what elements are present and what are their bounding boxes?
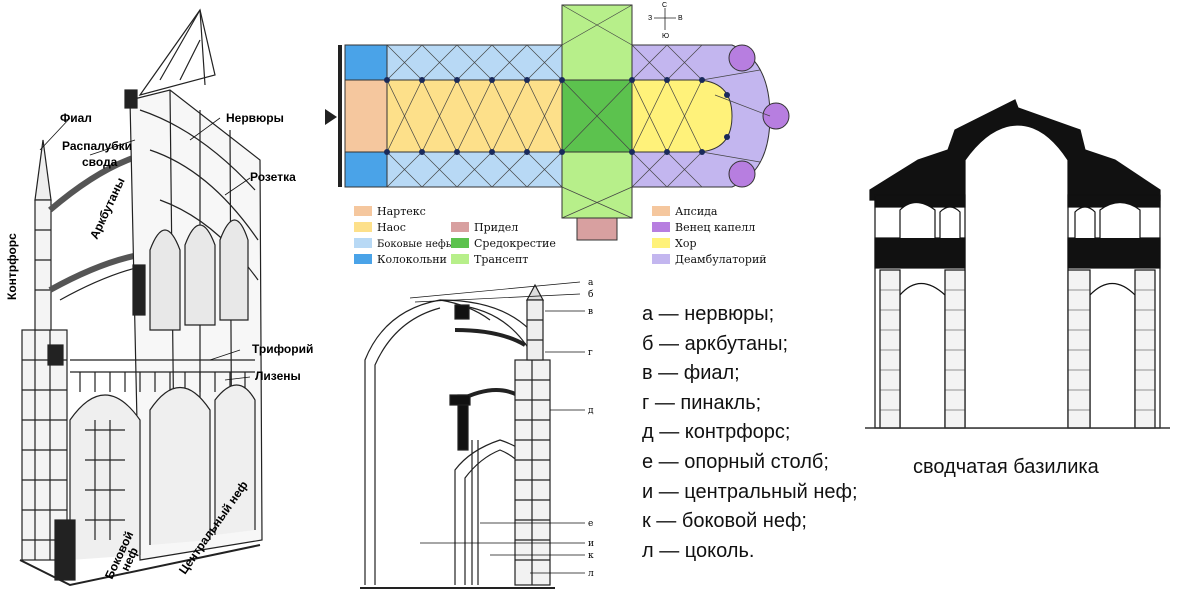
compass-east: В [678,15,683,22]
legend-side-chapel: Придел [474,221,518,234]
legend-item-l: л — цоколь. [642,539,755,562]
plan-chapel-side [576,217,618,241]
legend-narthex: Нартекс [377,205,426,218]
legend-item-k: к — боковой неф; [642,510,807,533]
plan-choir [631,79,733,153]
label-rozetka: Розетка [250,170,296,184]
plan-tower-s [344,151,388,188]
plan-narthex [344,79,388,153]
legend-item-v: в — фиал; [642,362,740,385]
legend-item-a: а — нервюры; [642,303,775,325]
plan-tower-n [344,44,388,81]
plan-chapel-1 [728,44,756,72]
label-lizeny: Лизены [255,369,301,383]
section-letter-a: а [588,278,594,288]
legend-naos: Наос [377,221,406,234]
section-letter-d: д [588,406,594,416]
label-svoda: свода [82,155,118,169]
plan-chapel-2 [762,102,790,130]
label-fial: Фиал [60,111,92,125]
plan-chapel-3 [728,160,756,188]
legend-item-e: е — опорный столб; [642,450,829,473]
legend-apse: Апсида [675,205,718,218]
legend-item-i: и — центральный неф; [642,480,858,503]
label-kontrfors: Контрфорс [5,233,19,300]
legend-bell-towers: Колокольни [377,253,447,266]
legend-choir: Хор [675,237,697,250]
legend-ambulatory: Деамбулаторий [675,253,767,266]
basilica-caption: сводчатая базилика [913,456,1099,478]
compass-north: С [662,2,667,9]
section-letter-g: г [588,348,593,358]
section-letter-v: в [588,307,593,317]
compass-south: Ю [662,33,669,40]
section-legend-list: а — нервюры; б — аркбутаны; в — фиал; г … [642,300,902,566]
compass-west: З [648,15,652,22]
section-letter-b: б [588,289,593,300]
section-letter-i: и [588,539,594,549]
compass-icon: С Ю З В [648,2,683,40]
legend-side-aisles: Боковые нефы [377,239,454,250]
section-letter-e: е [588,519,593,529]
legend-item-d: д — контрфорс; [642,421,791,444]
vaulted-basilica-section-drawing [865,99,1170,429]
gothic-cathedral-cutaway-drawing: Фиал Распалубки свода Нервюры Розетка Ар… [5,8,313,587]
section-letter-l: л [588,569,594,579]
label-nervyury: Нервюры [226,111,284,125]
section-letter-k: к [588,551,594,561]
label-arkbutany: Аркбутаны [87,175,128,241]
label-raspalubki: Распалубки [62,139,132,153]
plan-legend: Нартекс Наос Боковые нефы Колокольни При… [354,205,767,266]
gothic-cross-section-drawing: а б в г д е и к л [360,278,594,589]
legend-crossing: Средокрестие [474,237,556,250]
legend-item-g: г — пинакль; [642,391,762,414]
entrance-arrow-icon [325,109,337,125]
legend-chapel-crown: Венец капелл [675,221,755,234]
legend-item-b: б — аркбутаны; [642,332,789,355]
label-triforiy: Трифорий [252,342,313,356]
cathedral-floor-plan: С Ю З В Нартекс Наос Боковые нефы Колоко… [325,2,790,266]
legend-transept: Трансепт [474,253,528,266]
